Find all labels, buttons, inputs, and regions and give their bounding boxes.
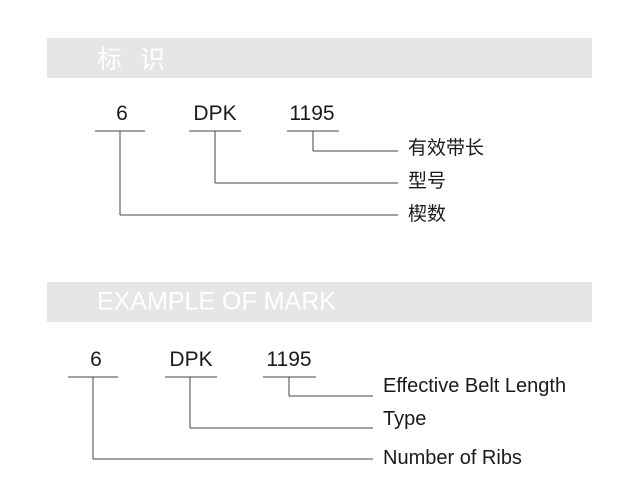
ribs-label-cn: 楔数 xyxy=(408,203,447,225)
length-label-cn: 有效带长 xyxy=(408,137,485,159)
length-label-en: Effective Belt Length xyxy=(383,375,567,397)
section-title-cn: 标识 xyxy=(97,45,184,74)
type-label-cn: 型号 xyxy=(408,170,447,192)
length-code-en: 1195 xyxy=(266,348,312,371)
type-code-cn: DPK xyxy=(193,102,237,125)
length-code-cn: 1195 xyxy=(289,102,335,125)
ribs-code-en: 6 xyxy=(90,348,102,371)
section-title-en: EXAMPLE OF MARK xyxy=(97,287,336,316)
section-header-bar-en: EXAMPLE OF MARK xyxy=(47,282,592,322)
type-label-en: Type xyxy=(383,408,427,430)
ribs-code-cn: 6 xyxy=(116,102,128,125)
type-code-en: DPK xyxy=(169,348,213,371)
section-header-bar-cn: 标识 xyxy=(47,38,592,78)
ribs-label-en: Number of Ribs xyxy=(383,447,522,469)
